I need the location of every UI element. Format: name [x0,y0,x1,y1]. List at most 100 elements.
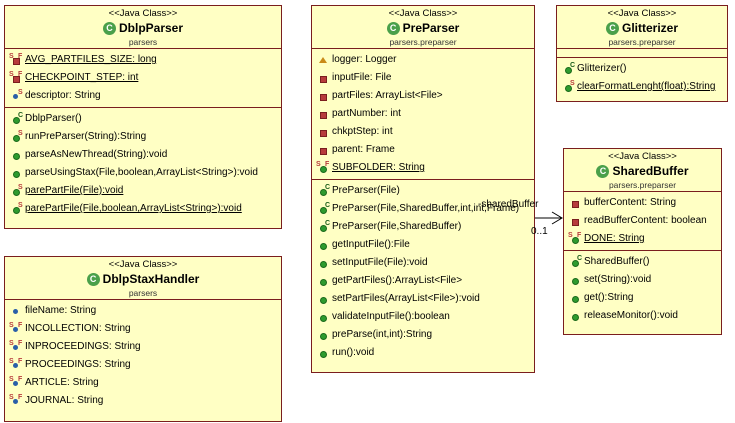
field-row[interactable]: partFiles: ArrayList<File> [312,87,534,105]
class-icon: C [386,21,400,35]
package-name: parsers.preparser [608,180,677,190]
public-method-icon [9,164,25,182]
field-row[interactable]: chkptStep: int [312,123,534,141]
field-row[interactable]: fileName: String [5,302,281,320]
method-row[interactable]: parseAsNewThread(String):void [5,146,281,164]
class-name: PreParser [402,21,460,35]
class-name: Glitterizer [621,21,678,35]
class-icon: C [605,21,619,35]
class-icon: C [86,272,100,286]
field-row[interactable]: inputFile: File [312,69,534,87]
public-method-icon [316,272,332,290]
fields-section [557,48,727,57]
method-row[interactable]: run():void [312,344,534,362]
field-row[interactable]: partNumber: int [312,105,534,123]
method-row[interactable]: preParse(int,int):String [312,326,534,344]
public-method-icon [316,326,332,344]
public-method-icon [9,146,25,164]
method-row[interactable]: releaseMonitor():void [564,307,721,325]
static-public-method-icon: S [9,200,25,218]
class-name: SharedBuffer [612,164,689,178]
public-method-icon [568,271,584,289]
public-method-icon [316,290,332,308]
package-name: parsers.preparser [389,37,457,47]
stereotype: <<Java Class>> [607,8,677,19]
association-multiplicity-label: 0..1 [531,226,548,237]
constructor-icon: C [316,182,332,200]
method-row[interactable]: set(String):void [564,271,721,289]
public-method-icon [316,236,332,254]
method-row[interactable]: parseUsingStax(File,boolean,ArrayList<St… [5,164,281,182]
class-icon: C [596,164,610,178]
private-field-icon [316,123,332,141]
package-field-icon [9,302,25,320]
public-method-icon [316,308,332,326]
method-row[interactable]: getPartFiles():ArrayList<File> [312,272,534,290]
navigation-arrow [551,211,563,225]
field-row[interactable]: parent: Frame [312,141,534,159]
association-role-label: -sharedBuffer [478,199,539,210]
public-method-icon [568,307,584,325]
static-public-method-icon: S [9,182,25,200]
package-name: parsers [128,288,158,298]
method-row[interactable]: setInputFile(File):void [312,254,534,272]
constructor-icon: C [316,218,332,236]
private-field-icon [316,105,332,123]
static-public-method-icon: S [561,78,577,96]
method-row[interactable]: validateInputFile():boolean [312,308,534,326]
private-field-icon [568,212,584,230]
field-row[interactable]: readBufferContent: boolean [564,212,721,230]
private-field-icon [568,194,584,212]
field-row[interactable]: bufferContent: String [564,194,721,212]
static-public-method-icon: S [9,128,25,146]
method-row[interactable]: getInputFile():File [312,236,534,254]
private-field-icon [316,69,332,87]
method-row[interactable]: get():String [564,289,721,307]
constructor-icon: C [316,200,332,218]
field-row[interactable]: logger: Logger [312,51,534,69]
stereotype: <<Java Class>> [388,8,458,19]
package-name: parsers [128,37,158,47]
method-row[interactable]: setPartFiles(ArrayList<File>):void [312,290,534,308]
constructor-icon: C [9,110,25,128]
